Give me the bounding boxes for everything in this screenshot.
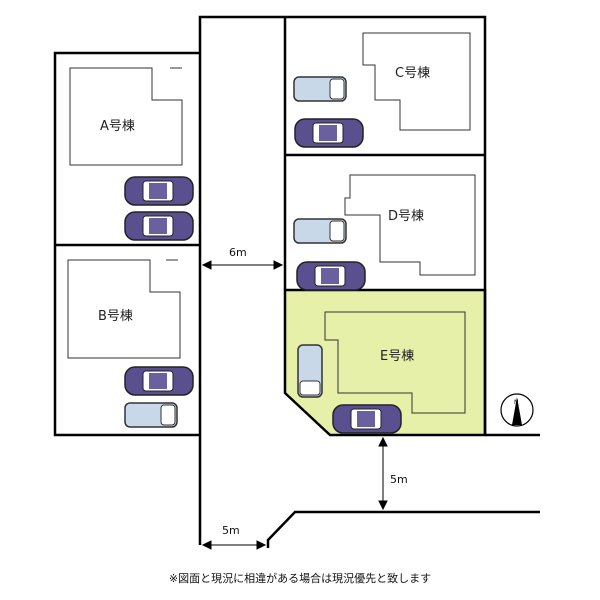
building-c <box>362 32 471 131</box>
building-footprints <box>67 32 476 414</box>
lot-e-label: E号棟 <box>380 349 414 364</box>
building-a <box>69 67 183 166</box>
road-width-right: 5m <box>390 473 408 486</box>
compass-label: N <box>514 399 519 406</box>
road-width-upper: 6m <box>229 246 247 259</box>
lot-d-label: D号棟 <box>388 209 424 224</box>
footnote: ※図面と現況に相違がある場合は現況優先と致します <box>168 572 432 585</box>
dimension-lines <box>201 260 388 550</box>
building-d <box>344 174 476 276</box>
building-e <box>324 311 466 414</box>
lot-c-label: C号棟 <box>395 66 430 81</box>
lot-b-label: B号棟 <box>98 309 133 324</box>
building-b <box>67 259 181 359</box>
compass-north-icon <box>500 393 534 427</box>
lot-e-area <box>283 288 487 437</box>
lot-boundaries <box>53 15 540 548</box>
road-width-lower: 5m <box>222 524 240 537</box>
lot-a-label: A号棟 <box>100 119 135 134</box>
